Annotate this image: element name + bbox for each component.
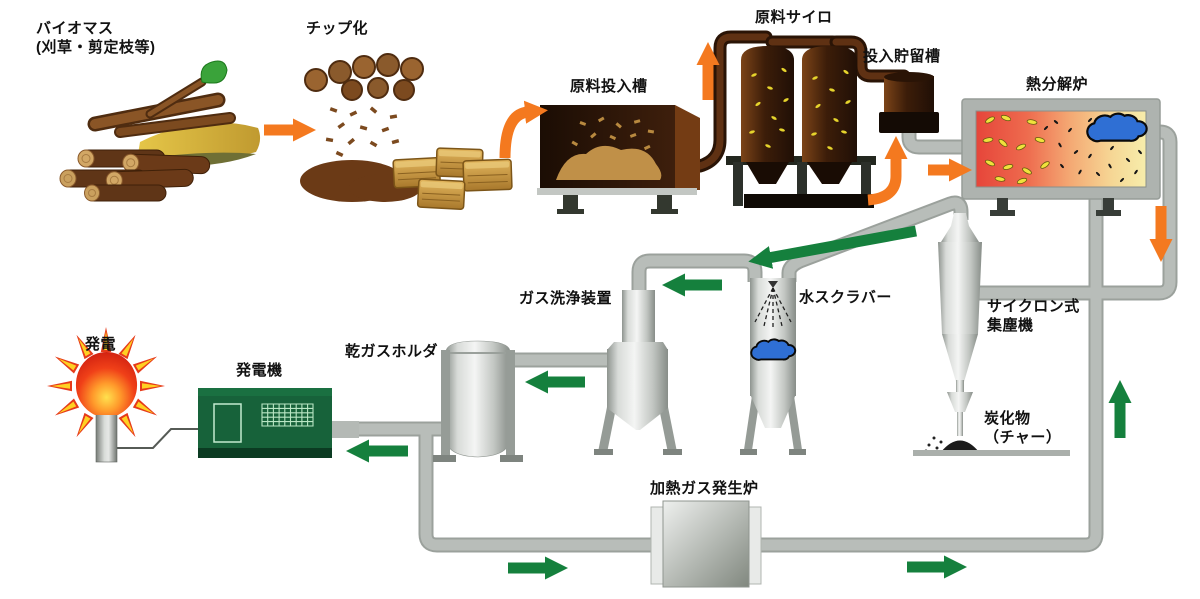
chipping-illustration — [300, 53, 513, 210]
material-flow-arrow — [499, 100, 548, 159]
spray-nozzle — [754, 281, 792, 328]
silo-chips — [749, 67, 851, 150]
biomass-illustration — [59, 60, 261, 202]
pyrolysis-furnace — [961, 98, 1161, 216]
label-gas-holder: 乾ガスホルダ — [345, 343, 439, 360]
gas-heater — [650, 500, 762, 588]
cyclone-separator — [913, 213, 1070, 456]
label-pyrolysis: 熱分解炉 — [1026, 76, 1089, 93]
generator-grille — [261, 403, 314, 427]
label-storage-tank: 投入貯留槽 — [863, 48, 941, 65]
material-flow-arrow — [867, 135, 908, 206]
gas-flow-arrow — [748, 225, 917, 269]
label-gas-cleaner: ガス洗浄装置 — [519, 290, 613, 307]
input-tank — [537, 105, 700, 214]
label-scrubber: 水スクラバー — [799, 289, 892, 306]
label-silo: 原料サイロ — [755, 9, 833, 26]
label-chipping: チップ化 — [306, 20, 369, 37]
label-generator: 発電機 — [236, 362, 283, 379]
label-heater: 加熱ガス発生炉 — [650, 480, 759, 497]
log-pile — [59, 149, 211, 202]
label-char: 炭化物 （チャー） — [984, 410, 1062, 446]
storage-tank — [879, 72, 939, 133]
silo-group — [726, 46, 876, 208]
chip-bales — [392, 147, 513, 210]
furnace-chips — [982, 114, 1050, 185]
gas-holder — [433, 340, 523, 462]
label-cyclone: サイクロン式 集塵機 — [987, 298, 1080, 334]
label-power: 発電 — [85, 336, 117, 353]
gas-cleaner — [594, 290, 682, 455]
water-scrubber — [740, 278, 806, 455]
generator-unit — [117, 388, 359, 458]
material-flow-arrows — [264, 41, 1173, 263]
label-input-tank: 原料投入槽 — [570, 78, 648, 95]
power-bulb — [47, 327, 165, 463]
falling-chips — [325, 106, 400, 158]
gas-flow-arrows — [345, 225, 1132, 580]
label-biomass: バイオマス (刈草・剪定枝等) — [36, 20, 156, 56]
power-wire — [117, 428, 200, 449]
